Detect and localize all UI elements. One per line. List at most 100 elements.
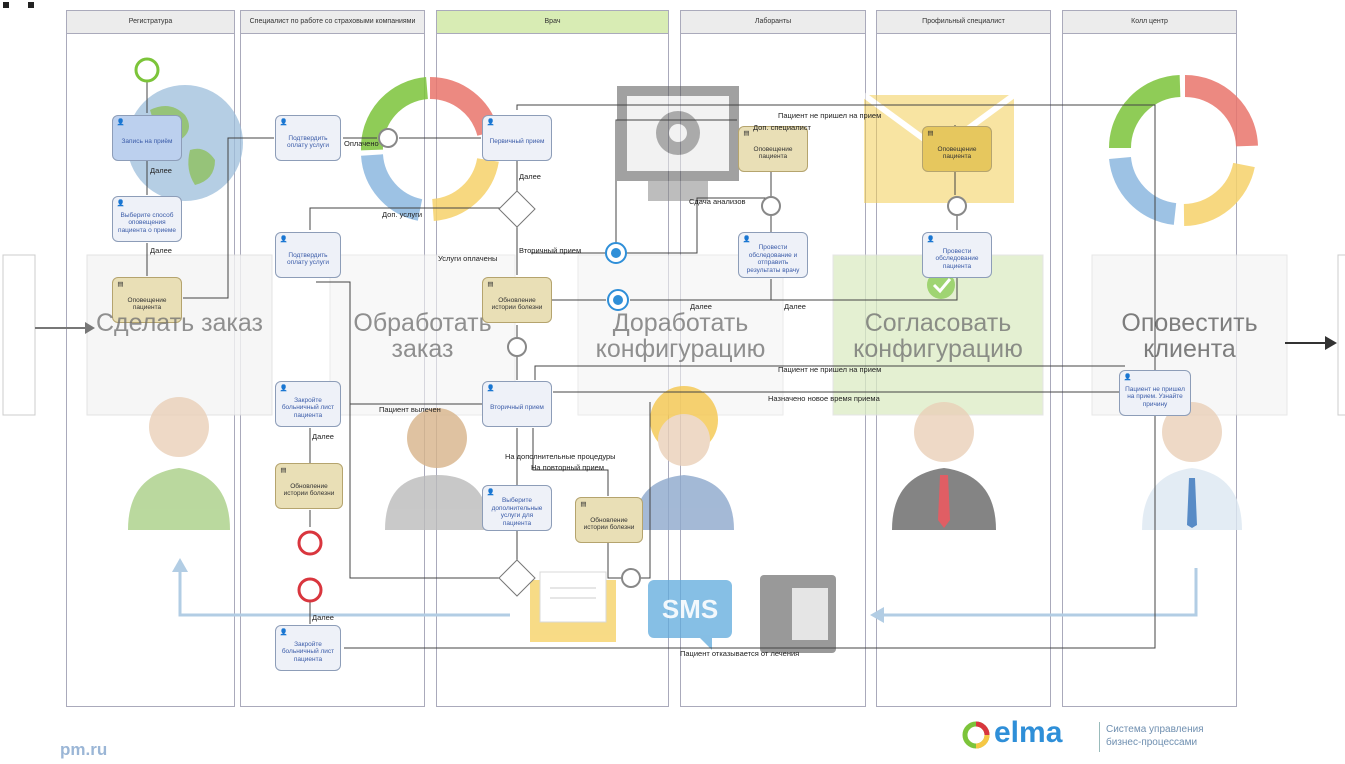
task-update-history-insurance[interactable]: ▤ Обновление истории болезни [275,463,343,509]
overlay-step-5: Оповестить клиента [1121,309,1258,363]
elma-divider [1099,722,1100,752]
lane-title: Колл центр [1063,11,1236,34]
user-icon: 👤 [279,236,288,243]
task-label: Закройте больничный лист пациента [281,396,335,419]
task-label: Подтвердить оплату услуги [287,251,329,267]
user-icon: 👤 [116,119,125,126]
flow-label: Оплачено [344,139,379,148]
lane-title: Регистратура [67,11,234,34]
task-secondary-visit[interactable]: 👤 Вторичный прием [482,381,552,427]
task-label: Оповещение пациента [127,296,167,312]
script-icon: ▤ [280,467,287,474]
cycle-arrows-icon [360,77,499,221]
flow-label: Пациент вылечен [379,405,441,414]
flow-label: На дополнительные процедуры [505,452,616,461]
flow-label: Сдача анализов [689,197,746,206]
overlay-step-1: Сделать заказ [95,309,264,337]
flow-label: Услуги оплачены [438,254,498,263]
task-label: Запись на приём [121,138,173,146]
sms-label: SMS [661,594,719,624]
task-close-sick-leave-1[interactable]: 👤 Закройте больничный лист пациента [275,381,341,427]
task-label: Пациент не пришел на прием. Узнайте прич… [1125,385,1185,408]
flow-label: Пациент отказывается от лечения [680,649,800,658]
task-label: Вторичный прием [490,404,544,412]
task-patient-no-show[interactable]: 👤 Пациент не пришел на прием. Узнайте при… [1119,370,1191,416]
elma-wordmark: elma [994,716,1063,749]
task-choose-notify-method[interactable]: 👤 Выберите способ оповещения пациента о п… [112,196,182,242]
task-close-sick-leave-2[interactable]: 👤 Закройте больничный лист пациента [275,625,341,671]
task-label: Выберите способ оповещения пациента о пр… [118,211,176,234]
user-icon: 👤 [279,385,288,392]
task-label: Обновление истории болезни [583,516,635,532]
lane-title: Специалист по работе со страховыми компа… [241,11,424,34]
monitor-gear-icon [617,86,739,201]
lane-title: Врач [437,11,668,34]
task-update-history-doctor-2[interactable]: ▤ Обновление истории болезни [575,497,643,543]
script-icon: ▤ [927,130,934,137]
user-icon: 👤 [486,119,495,126]
task-label: Оповещение пациента [937,145,977,161]
task-primary-visit[interactable]: 👤 Первичный прием [482,115,552,161]
corner-marks [0,0,46,10]
user-icon: 👤 [486,385,495,392]
task-label: Провести обследование пациента [935,247,979,270]
task-label: Оповещение пациента [753,145,793,161]
script-icon: ▤ [487,281,494,288]
flow-label: Пациент не пришел на прием [778,111,882,120]
flow-label: Вторичный прием [519,246,582,255]
user-icon: 👤 [926,236,935,243]
flow-label: Далее [519,172,541,181]
user-icon: 👤 [742,236,751,243]
flow-label: Далее [150,166,172,175]
flow-label: Далее [150,246,172,255]
overlay-step-4: Согласовать конфигурацию [853,309,1023,363]
person-icon [128,397,230,530]
task-label: Первичный прием [489,138,545,146]
flow-label: Далее [312,432,334,441]
footer-site: pm.ru [60,740,108,759]
user-icon: 👤 [279,629,288,636]
task-conduct-exam-lab[interactable]: 👤Провести обследование и отправить резул… [738,232,808,278]
flow-label: Пациент не пришел на прием [778,365,882,374]
flow-label: На повторный прием [531,463,604,472]
cycle-arrows-icon-2 [1109,75,1258,226]
flow-label: Далее [312,613,334,622]
user-icon: 👤 [1123,374,1132,381]
task-label: Обновление истории болезни [283,482,335,498]
flow-label: Назначено новое время приема [768,394,880,403]
task-label: Закройте больничный лист пациента [281,640,335,663]
script-icon: ▤ [117,281,124,288]
task-label: Провести обследование и отправить резуль… [746,244,800,274]
lane-title: Лаборанты [681,11,865,34]
script-icon: ▤ [743,130,750,137]
overlay-step-3: Доработать конфигурацию [595,309,766,363]
task-choose-extra-services[interactable]: 👤Выберите дополнительные услуги для паци… [482,485,552,531]
overlay-step-2: Обработать заказ [353,309,492,363]
flow-label: Далее [690,302,712,311]
elma-logo-mark [962,721,990,749]
person-icon [892,402,996,530]
user-icon: 👤 [116,200,125,207]
task-confirm-payment-1[interactable]: 👤Подтвердить оплату услуги [275,115,341,161]
phone-icon [760,575,836,653]
elma-tagline-1: Система управления [1106,724,1204,735]
task-notify-patient-lab[interactable]: ▤ Оповещение пациента [738,126,808,172]
user-icon: 👤 [486,489,495,496]
task-update-history-doctor[interactable]: ▤ Обновление истории болезни [482,277,552,323]
person-icon [385,408,489,530]
flow-label: Доп. специалист [753,123,811,132]
task-label: Подтвердить оплату услуги [287,134,329,150]
task-confirm-payment-2[interactable]: 👤 Подтвердить оплату услуги [275,232,341,278]
task-registration-signup[interactable]: 👤 Запись на приём [112,115,182,161]
person-icon [1142,402,1242,530]
lane-title: Профильный специалист [877,11,1050,34]
flow-label: Доп. услуги [382,210,423,219]
task-notify-patient-registry[interactable]: ▤ Оповещение пациента [112,277,182,323]
mail-icon [530,571,616,642]
task-label: Обновление истории болезни [491,296,543,312]
script-icon: ▤ [580,501,587,508]
task-notify-patient-specialist[interactable]: ▤ Оповещение пациента [922,126,992,172]
elma-logo: elma [960,716,1095,752]
task-conduct-exam-specialist[interactable]: 👤Провести обследование пациента [922,232,992,278]
flow-label: Далее [784,302,806,311]
